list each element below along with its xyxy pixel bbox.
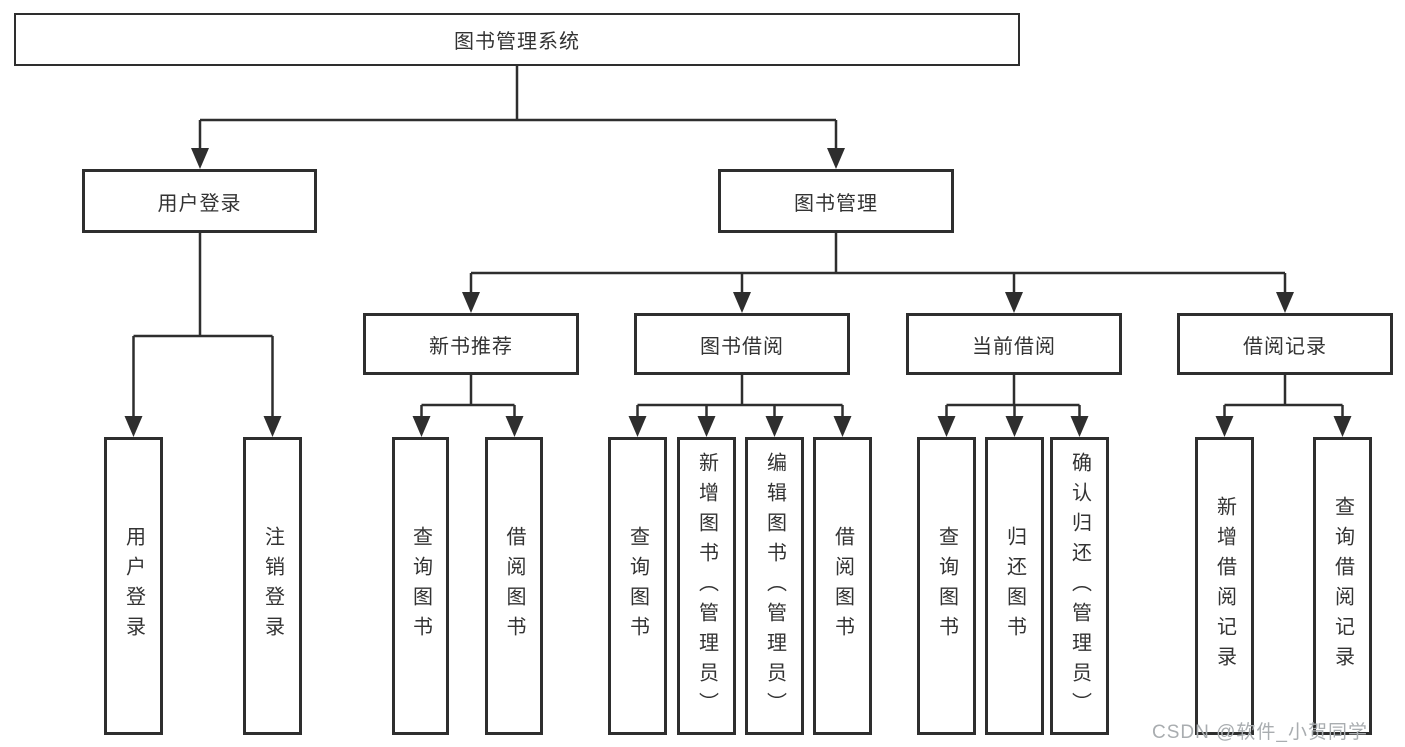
- edge-current-group: [945, 375, 1081, 418]
- arrowhead: [1070, 416, 1089, 437]
- leaf-add-borrow-record: 新增借阅记录: [1195, 437, 1254, 735]
- node-book-borrowing: 图书借阅: [634, 313, 850, 375]
- arrowhead: [505, 416, 524, 437]
- leaf-query-borrow-record: 查询借阅记录: [1313, 437, 1372, 735]
- arrowhead: [191, 148, 209, 169]
- leaf-add-book-admin: 新增图书（管理员）: [677, 437, 736, 735]
- arrowhead: [412, 416, 431, 437]
- leaf-confirm-return-admin: 确认归还（管理员）: [1050, 437, 1109, 735]
- leaf-logout: 注销登录: [243, 437, 302, 735]
- node-user-login: 用户登录: [82, 169, 317, 233]
- node-borrowing-records: 借阅记录: [1177, 313, 1393, 375]
- arrowhead: [937, 416, 956, 437]
- arrowhead: [124, 416, 143, 437]
- arrowhead: [263, 416, 282, 437]
- edge-arrowheads: [124, 148, 1352, 437]
- edge-root-to-l2: [198, 66, 838, 150]
- arrowhead: [1333, 416, 1352, 437]
- leaf-query-books-borrowing: 查询图书: [608, 437, 667, 735]
- node-current-borrowing: 当前借阅: [906, 313, 1122, 375]
- arrowhead: [1005, 416, 1024, 437]
- leaf-edit-book-admin: 编辑图书（管理员）: [745, 437, 804, 735]
- leaf-query-books-recommend: 查询图书: [392, 437, 449, 735]
- arrowhead: [1215, 416, 1234, 437]
- arrowhead: [628, 416, 647, 437]
- leaf-borrow-books-borrowing: 借阅图书: [813, 437, 872, 735]
- node-book-management: 图书管理: [718, 169, 954, 233]
- edge-lines: [132, 66, 1344, 418]
- edge-borrowing-group: [636, 375, 844, 418]
- leaf-return-book: 归还图书: [985, 437, 1044, 735]
- arrowhead: [1276, 292, 1294, 313]
- edge-newbook-group: [420, 375, 516, 418]
- leaf-user-login: 用户登录: [104, 437, 163, 735]
- edge-userlogin-to-leaves: [132, 233, 274, 418]
- edge-records-group: [1223, 375, 1344, 418]
- arrowhead: [765, 416, 784, 437]
- csdn-watermark: CSDN @软件_小贺同学: [1152, 722, 1368, 743]
- arrowhead: [827, 148, 845, 169]
- edge-bookmgmt-to-l3: [469, 233, 1287, 296]
- arrowhead: [1005, 292, 1023, 313]
- arrowhead: [462, 292, 480, 313]
- node-library-management-system: 图书管理系统: [14, 13, 1020, 66]
- leaf-query-books-current: 查询图书: [917, 437, 976, 735]
- arrowhead: [733, 292, 751, 313]
- arrowhead: [833, 416, 852, 437]
- leaf-borrow-books-recommend: 借阅图书: [485, 437, 543, 735]
- arrowhead: [697, 416, 716, 437]
- node-new-book-recommend: 新书推荐: [363, 313, 579, 375]
